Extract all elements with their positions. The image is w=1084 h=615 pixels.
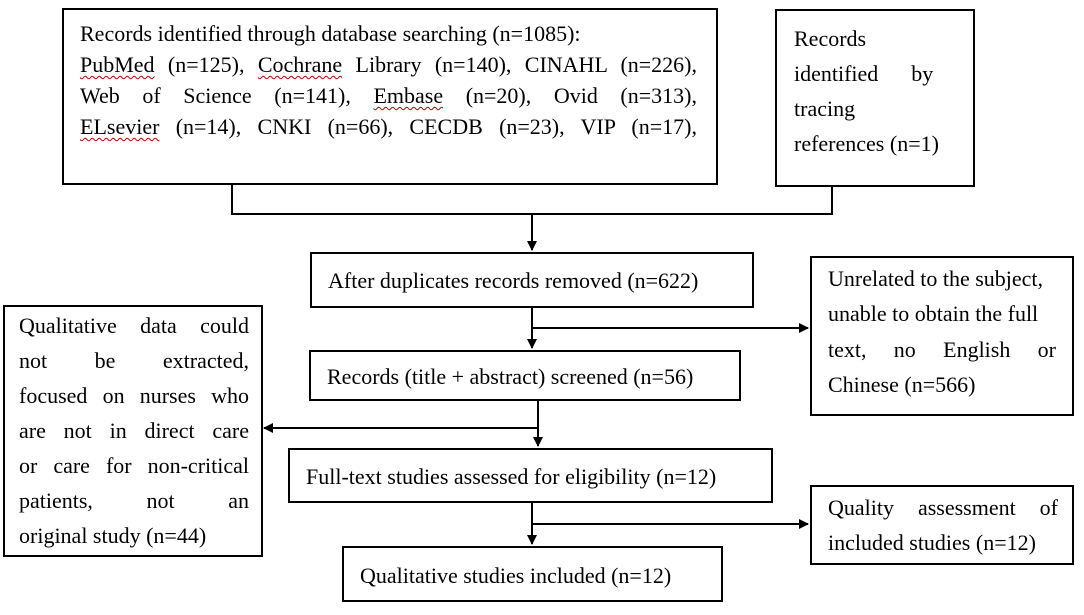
db-line-3-embase: Embase [373, 83, 444, 108]
ref-line-1: Records [794, 26, 867, 51]
excl-line-3: focused on nurses who [19, 383, 249, 408]
db-line-2-pubmed: PubMed [80, 52, 155, 77]
included-box: Qualitative studies included (n=12) [342, 546, 723, 602]
excl-line-6: patients, not an [19, 488, 249, 513]
excl-line-5: or care for non-critical [19, 453, 249, 478]
unrelated-line-4: Chinese (n=566) [828, 372, 976, 397]
db-line-2-end: Library (n=140), CINAHL (n=226), [342, 52, 697, 77]
excl-line-2: not be extracted, [19, 348, 249, 373]
quality-line-2: included studies (n=12) [828, 530, 1036, 555]
included-text: Qualitative studies included (n=12) [360, 563, 672, 588]
unrelated-box: Unrelated to the subject, unable to obta… [810, 256, 1074, 416]
db-line-3: Web of Science (n=141), Embase (n=20), O… [80, 80, 697, 111]
qualitative-excluded-box: Qualitative data could not be extracted,… [3, 305, 263, 557]
references-box: Records identified by tracing references… [775, 9, 975, 187]
excl-line-4: are not in direct care [19, 418, 249, 443]
screened-text: Records (title + abstract) screened (n=5… [327, 364, 694, 389]
fulltext-box: Full-text studies assessed for eligibili… [288, 448, 773, 503]
database-search-box: Records identified through database sear… [62, 8, 718, 185]
excl-line-1: Qualitative data could [19, 313, 249, 338]
fulltext-text: Full-text studies assessed for eligibili… [306, 464, 717, 489]
db-line-3-end: (n=20), Ovid (n=313), [443, 83, 697, 108]
unrelated-line-1: Unrelated to the subject, [828, 266, 1044, 291]
ref-line-4: references (n=1) [794, 131, 939, 156]
db-line-2: PubMed (n=125), Cochrane Library (n=140)… [80, 49, 697, 80]
excl-line-7: original study (n=44) [19, 523, 207, 548]
ref-line-3: tracing [794, 96, 856, 121]
unrelated-line-2: unable to obtain the full [828, 301, 1039, 326]
db-line-1: Records identified through database sear… [80, 21, 581, 46]
quality-line-1: Quality assessment of [828, 495, 1058, 520]
db-line-4-end: (n=14), CNKI (n=66), CECDB (n=23), VIP (… [159, 114, 697, 139]
quality-box: Quality assessment of included studies (… [810, 485, 1074, 565]
db-line-4: ELsevier (n=14), CNKI (n=66), CECDB (n=2… [80, 111, 697, 142]
db-line-4-elsevier: ELsevier [80, 114, 160, 139]
screened-box: Records (title + abstract) screened (n=5… [309, 350, 741, 401]
ref-line-2: identified by [794, 61, 934, 86]
unrelated-line-3: text, no English or [828, 337, 1056, 362]
duplicates-removed-box: After duplicates records removed (n=622) [310, 252, 754, 308]
duplicates-text: After duplicates records removed (n=622) [328, 268, 699, 293]
db-line-2-cochrane: Cochrane [257, 52, 343, 77]
db-line-3-start: Web of Science (n=141), [80, 83, 374, 108]
db-line-2-rest: (n=125), [154, 52, 258, 77]
